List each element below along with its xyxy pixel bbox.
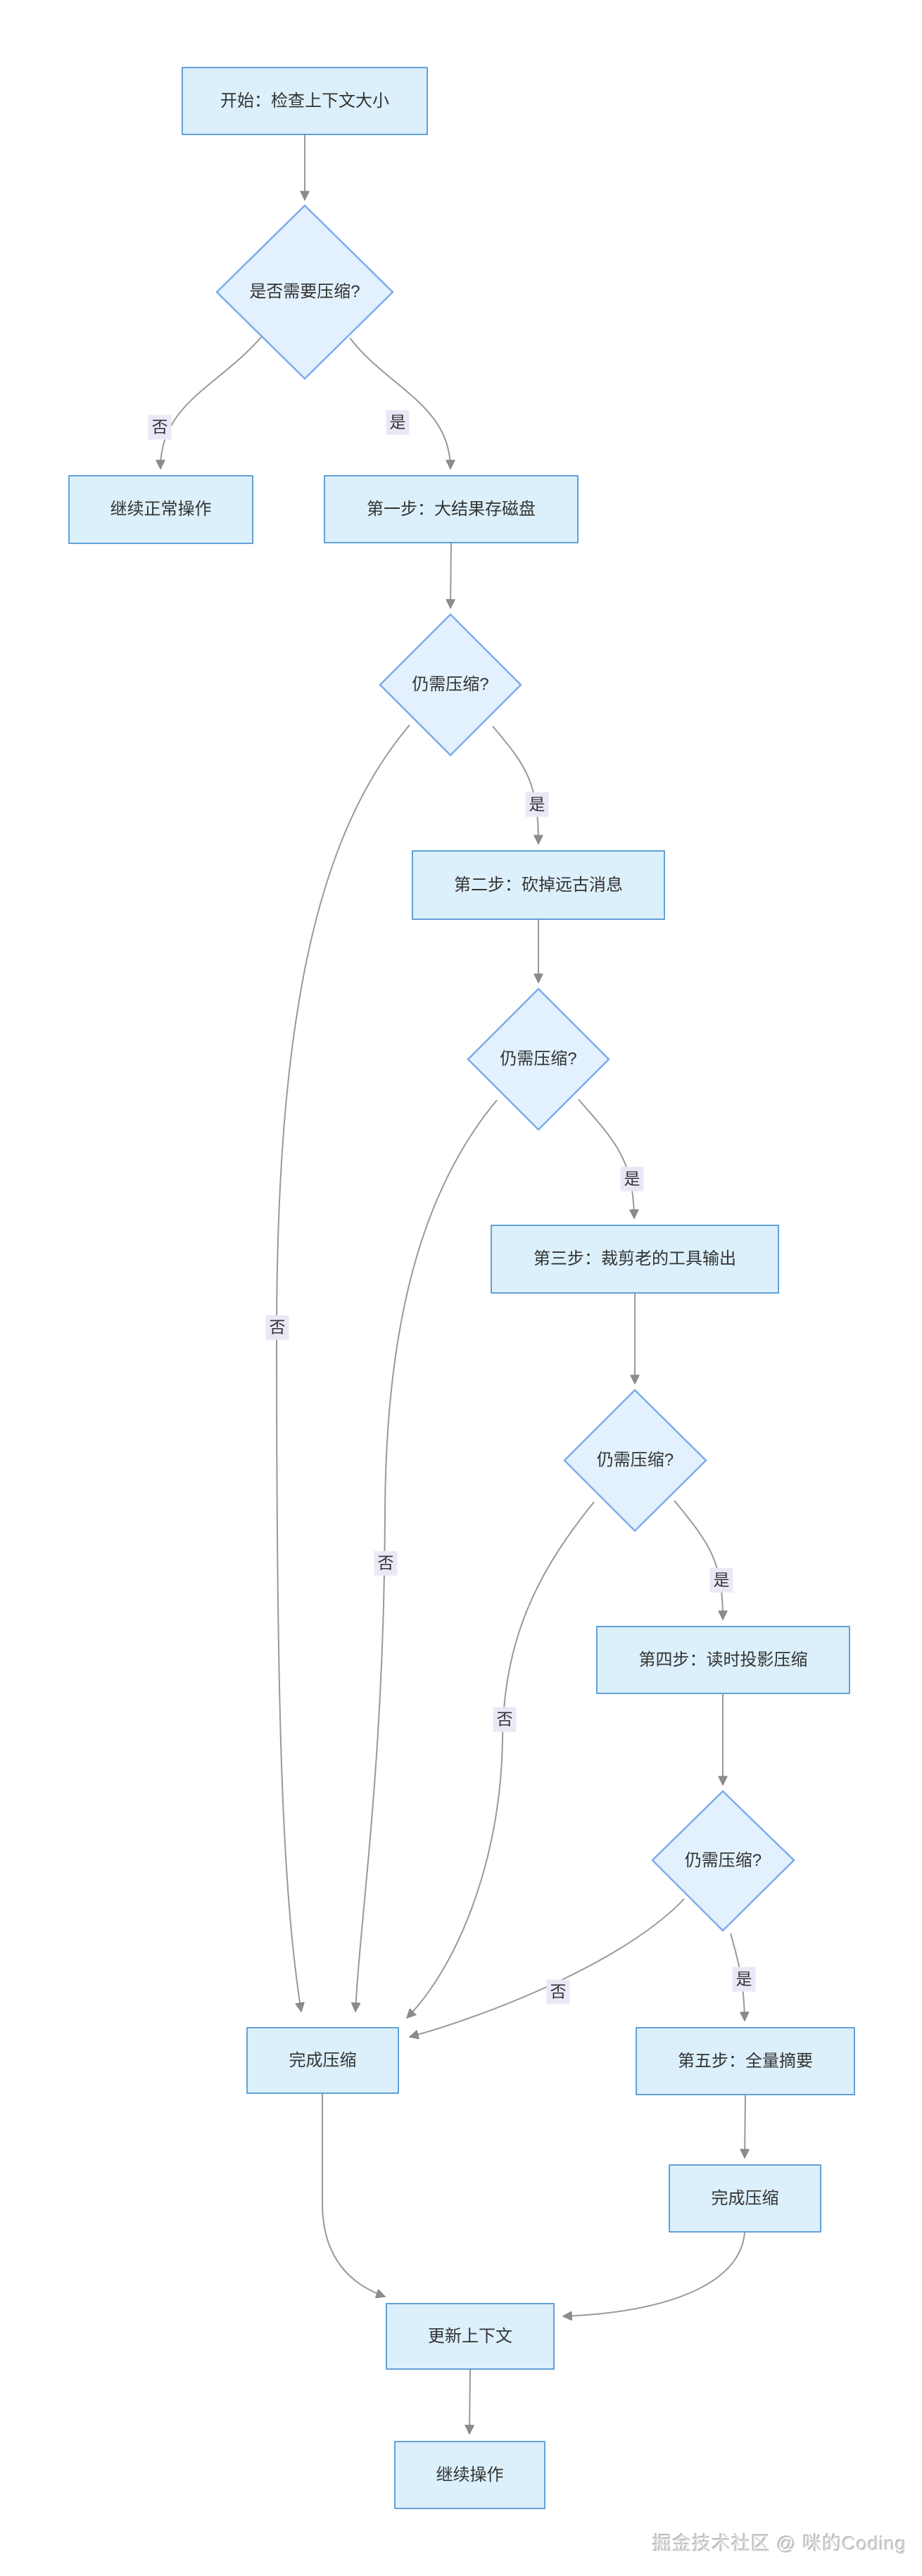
edge-label-decision2-no: 否 [265, 1315, 289, 1340]
diamonds-group [215, 204, 795, 1932]
edge-label-decision4-no: 否 [493, 1707, 517, 1732]
decision2-diamond-shape [379, 613, 522, 757]
node-continue-op-label: 继续操作 [436, 2465, 504, 2485]
node-continue-normal-label: 继续正常操作 [110, 500, 212, 519]
node-step4: 第四步：读时投影压缩 [596, 1626, 850, 1694]
edge-step1-to-decision2 [450, 543, 451, 608]
node-step3: 第三步：裁剪老的工具输出 [491, 1225, 779, 1294]
edge-label-decision3-yes: 是 [620, 1166, 644, 1192]
node-done-left: 完成压缩 [246, 2027, 399, 2094]
node-step5-label: 第五步：全量摘要 [678, 2051, 813, 2071]
edge-update-to-continue [469, 2369, 470, 2434]
decision3-diamond-shape [467, 987, 610, 1131]
node-step3-label: 第三步：裁剪老的工具输出 [533, 1249, 736, 1269]
edge-label-decision4-yes: 是 [709, 1567, 733, 1593]
node-step1-label: 第一步：大结果存磁盘 [367, 499, 536, 519]
edge-label-decision5-yes: 是 [732, 1966, 756, 1992]
edge-label-decision2-yes: 是 [525, 792, 549, 817]
node-start: 开始：检查上下文大小 [182, 67, 428, 135]
edge-decision1-to-normal [160, 336, 263, 469]
node-step2: 第二步：砍掉远古消息 [412, 850, 665, 920]
node-update-context: 更新上下文 [386, 2303, 555, 2370]
edge-decision4-to-doneLeft [407, 1501, 595, 2018]
node-continue-op: 继续操作 [394, 2441, 545, 2509]
decision4-diamond-shape [563, 1389, 707, 1532]
edge-label-decision1-yes: 是 [386, 410, 410, 435]
node-step4-label: 第四步：读时投影压缩 [638, 1650, 808, 1669]
watermark: 掘金技术社区 @ 咪的Coding [652, 2533, 907, 2554]
node-step1: 第一步：大结果存磁盘 [324, 475, 579, 543]
edge-doneRight-to-update [563, 2232, 745, 2316]
edge-decision2-to-doneLeft [275, 724, 410, 2012]
node-step5: 第五步：全量摘要 [636, 2027, 855, 2095]
edge-decision1-to-step1 [349, 337, 450, 469]
node-done-right: 完成压缩 [669, 2164, 821, 2233]
edge-label-decision5-no: 否 [546, 1979, 570, 2004]
decision1-diamond-shape [215, 204, 394, 380]
edge-decision3-to-step3 [578, 1099, 634, 1218]
decision5-diamond-shape [651, 1790, 795, 1932]
edge-label-decision3-no: 否 [374, 1551, 398, 1576]
edge-decision5-to-doneLeft [410, 1898, 685, 2037]
node-continue-normal: 继续正常操作 [68, 475, 253, 544]
node-start-label: 开始：检查上下文大小 [220, 91, 389, 111]
edge-label-decision1-no: 否 [148, 415, 172, 440]
node-done-left-label: 完成压缩 [289, 2050, 357, 2070]
edge-decision2-to-step2 [492, 726, 538, 844]
node-step2-label: 第二步：砍掉远古消息 [454, 875, 623, 895]
edge-decision3-to-doneLeft [355, 1099, 498, 2012]
edge-doneLeft-to-update [322, 2094, 385, 2297]
edge-decision4-to-step4 [674, 1500, 723, 1620]
node-update-context-label: 更新上下文 [428, 2326, 512, 2346]
node-done-right-label: 完成压缩 [711, 2188, 779, 2208]
